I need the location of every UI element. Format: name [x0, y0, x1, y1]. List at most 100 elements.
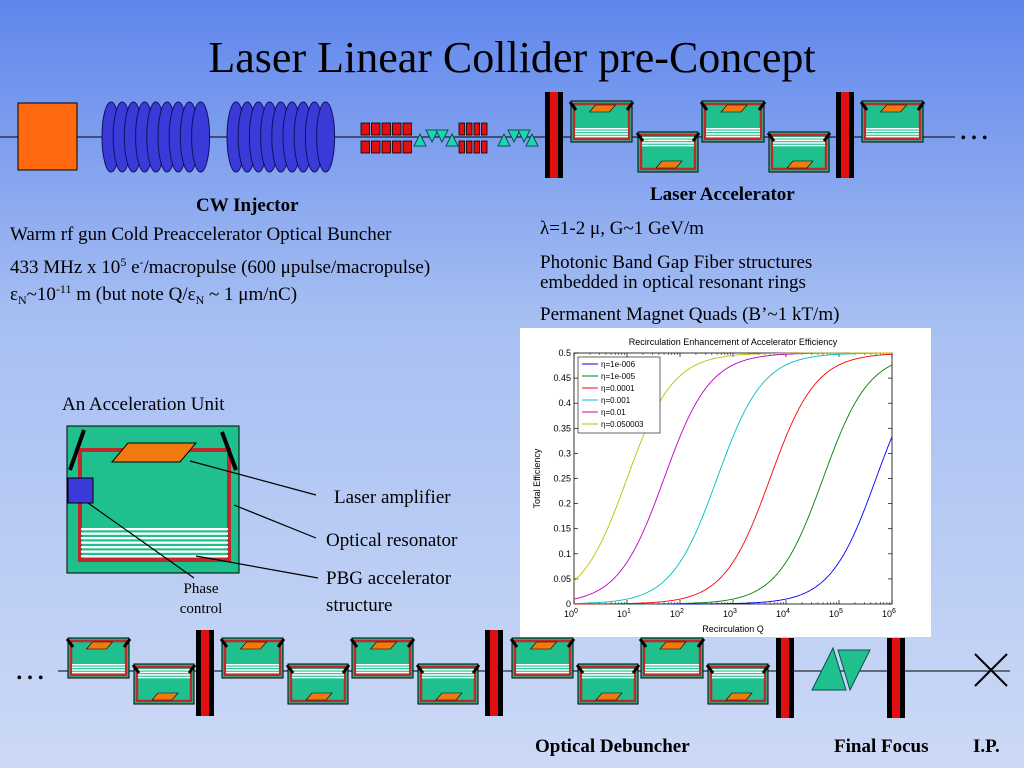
module-pbg-stripe	[642, 139, 694, 142]
buncher-magnet	[371, 140, 381, 154]
chart-xtick-label: 100	[564, 608, 578, 619]
module-pbg-stripe	[642, 142, 694, 144]
buncher-magnet	[371, 122, 381, 136]
buncher-magnet	[360, 122, 370, 136]
buncher-magnet	[458, 140, 465, 154]
module-mirror	[471, 664, 481, 674]
injector-charge-text: 433 MHz x 105 e-/macropulse (600 μpulse/…	[10, 255, 431, 278]
module-pbg-stripe	[866, 135, 919, 138]
module-pbg-stripe	[356, 666, 409, 669]
buncher-prism	[425, 129, 439, 144]
unit-mirror-left	[68, 429, 86, 471]
buncher-prism	[525, 132, 539, 147]
pbg-structure-label-line1: PBG accelerator	[326, 568, 452, 589]
final-focus-prism	[837, 649, 871, 692]
buncher-magnet	[481, 140, 488, 154]
unit-pbg-stripe	[81, 555, 228, 558]
injector-emittance-text: εN~10-11 m (but note Q/εN ~ 1 μm/nC)	[10, 282, 298, 307]
chart-xlabel: Recirculation Q	[702, 624, 764, 634]
module-pbg-stripe	[706, 130, 760, 133]
module-pbg-stripe	[516, 671, 569, 674]
pbg-structure-label-line2: structure	[326, 595, 393, 616]
chart-series-line	[574, 353, 893, 605]
module-pbg-stripe	[292, 674, 344, 676]
buncher-prism	[497, 132, 511, 147]
module-resonator	[69, 639, 128, 677]
module-pbg-stripe	[712, 671, 764, 674]
module-amplifier	[305, 692, 333, 701]
chart-xtick-label: 102	[670, 608, 684, 619]
acceleration-module	[635, 131, 701, 173]
module-pbg-stripe	[356, 664, 409, 666]
buncher-magnet	[381, 140, 391, 154]
buncher-magnet	[402, 140, 412, 154]
module-resonator	[419, 665, 477, 703]
module-pbg-stripe	[712, 669, 764, 671]
page-title: Laser Linear Collider pre-Concept	[208, 33, 816, 82]
chart-series-line	[573, 352, 892, 604]
chart-ytick-label: 0.15	[553, 524, 571, 534]
module-amplifier	[435, 692, 463, 701]
module-pbg-stripe	[642, 144, 694, 147]
acceleration-module	[285, 663, 351, 705]
chart-ytick-label: 0.35	[553, 423, 571, 433]
module-mirror	[859, 101, 869, 111]
module-pbg-stripe	[582, 671, 634, 674]
chart-title: Recirculation Enhancement of Accelerator…	[629, 337, 838, 347]
module-mirror	[638, 638, 648, 648]
module-pbg-stripe	[575, 133, 628, 135]
chart-legend-label: η=0.0001	[601, 384, 635, 393]
module-pbg-stripe	[422, 671, 474, 674]
module-pbg-stripe	[712, 674, 764, 676]
module-pbg-stripe	[356, 669, 409, 671]
module-mirror	[699, 101, 709, 111]
final-focus-prism	[811, 646, 847, 691]
chart-ylabel: Total Efficiency	[532, 448, 542, 508]
beamline-continue-ellipsis: …	[958, 110, 990, 146]
module-pbg-stripe	[72, 671, 125, 674]
module-pbg-stripe	[292, 676, 344, 679]
unit-laser-amplifier	[110, 442, 198, 463]
chart-legend-label: η=1e-005	[601, 372, 636, 381]
unit-mirror-right	[220, 431, 238, 471]
chart-xtick-label: 105	[829, 608, 843, 619]
chart-legend-label: η=0.01	[601, 408, 626, 417]
chart-ytick-label: 0.1	[558, 549, 571, 559]
callout-phase-control	[87, 502, 195, 579]
module-pbg-stripe	[72, 664, 125, 666]
buncher-magnet	[473, 140, 480, 154]
module-pbg-stripe	[422, 669, 474, 671]
module-resonator	[223, 639, 282, 677]
module-amplifier	[239, 641, 268, 650]
callout-laser-amplifier	[189, 460, 317, 496]
buncher-magnet	[458, 122, 465, 136]
module-mirror	[757, 101, 767, 111]
module-pbg-stripe	[72, 669, 125, 671]
module-pbg-stripe	[773, 139, 825, 142]
module-pbg-stripe	[575, 130, 628, 133]
module-mirror	[916, 101, 926, 111]
module-pbg-stripe	[866, 128, 919, 130]
module-resonator	[863, 102, 922, 141]
acceleration-module	[509, 637, 576, 679]
optical-debuncher-bar-core	[841, 92, 849, 178]
module-amplifier	[720, 104, 748, 113]
module-mirror	[187, 664, 197, 674]
module-mirror	[131, 664, 141, 674]
unit-pbg-stripe	[81, 550, 228, 553]
module-pbg-stripe	[138, 671, 190, 674]
chart-ytick-label: 0.05	[553, 574, 571, 584]
rf-cavity	[191, 101, 211, 173]
efficiency-chart-svg: Recirculation Enhancement of Accelerator…	[532, 337, 896, 634]
buncher-prism	[445, 132, 459, 147]
module-pbg-stripe	[422, 676, 474, 679]
module-pbg-stripe	[706, 133, 760, 135]
module-resonator	[639, 133, 697, 171]
module-mirror	[349, 638, 359, 648]
module-resonator	[353, 639, 412, 677]
buncher-prism	[413, 132, 427, 147]
module-pbg-stripe	[516, 666, 569, 669]
accelerator-wavelength-text: λ=1-2 μ, G~1 GeV/m	[540, 218, 704, 239]
buncher-prism	[435, 129, 449, 144]
chart-series-line	[573, 352, 892, 582]
